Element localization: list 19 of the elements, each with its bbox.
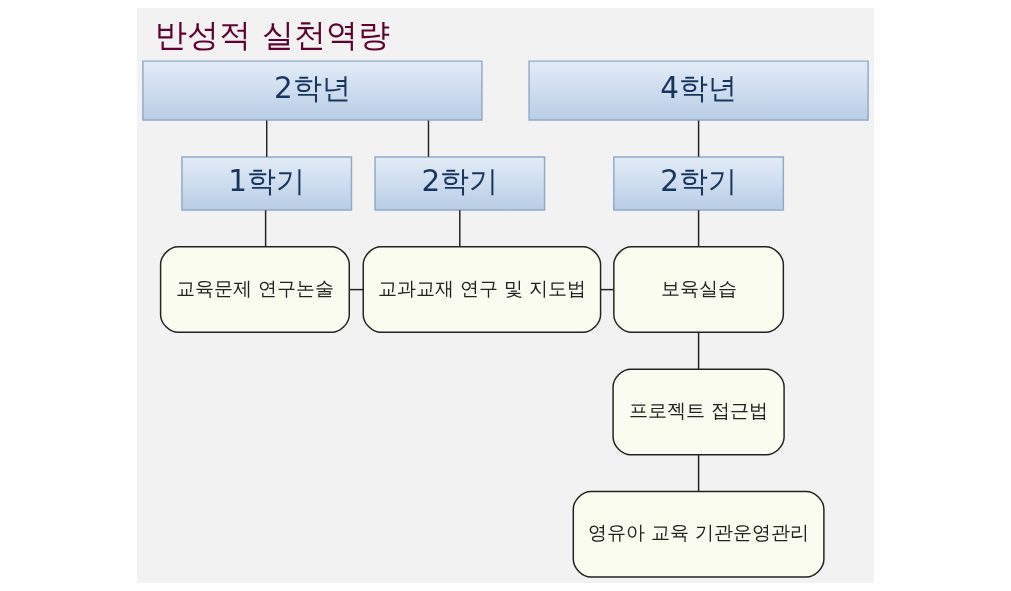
node-box: 2학기 — [374, 156, 546, 211]
node-box: 교과교재 연구 및 지도법 — [362, 246, 602, 334]
node-box: 1학기 — [181, 156, 353, 211]
node-box: 교육문제 연구논술 — [159, 246, 350, 334]
connector — [697, 454, 700, 493]
connector — [427, 119, 430, 158]
connector — [459, 209, 461, 248]
connector — [264, 209, 267, 248]
connector — [265, 119, 268, 158]
node-box: 보육실습 — [613, 246, 785, 334]
node-box: 4학년 — [528, 60, 869, 121]
connector — [697, 119, 700, 158]
diagram-title: 반성적 실천역량 — [155, 15, 390, 54]
node-box: 2학기 — [613, 156, 785, 211]
node-box: 영유아 교육 기관운영관리 — [572, 490, 825, 578]
node-box: 프로젝트 접근법 — [612, 368, 785, 456]
connector — [697, 331, 700, 370]
connector — [697, 209, 700, 248]
node-box: 2학년 — [142, 60, 483, 121]
